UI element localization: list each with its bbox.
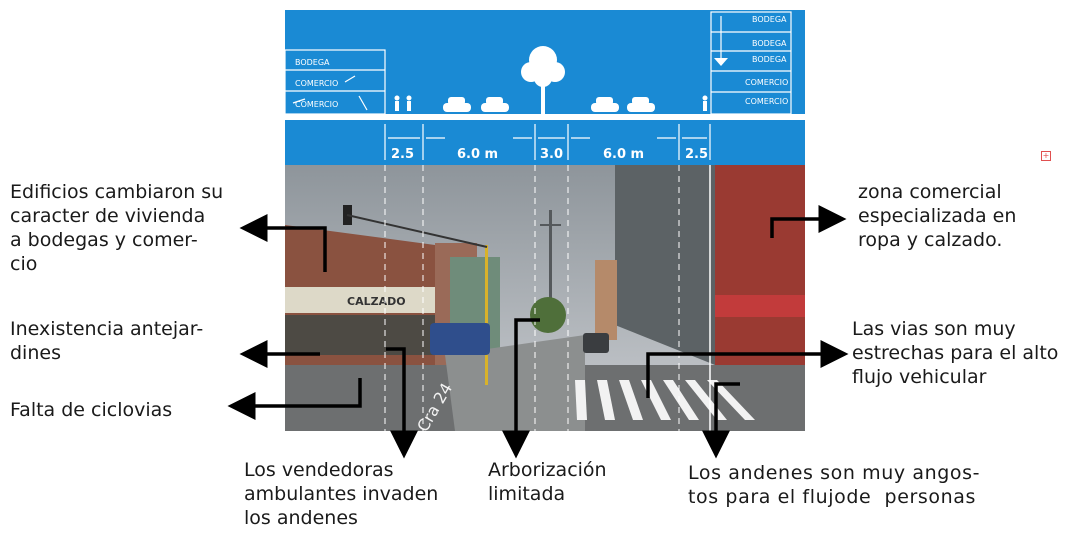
shop-sign-band bbox=[285, 287, 435, 313]
measurement-lanes-left: 6.0 m bbox=[457, 147, 498, 162]
right-shop-sign bbox=[715, 295, 805, 317]
car-icons-right bbox=[591, 97, 655, 112]
shop-sign-calzado: CALZADO bbox=[347, 295, 406, 308]
photo-guide-lines bbox=[384, 165, 680, 431]
traffic-light-arm bbox=[346, 214, 488, 248]
left-building-block bbox=[284, 49, 386, 115]
arrow-zona-comercial bbox=[770, 205, 847, 238]
shop-fronts bbox=[285, 315, 435, 355]
median-tree bbox=[530, 297, 566, 333]
right-building-label-3: BODEGA bbox=[752, 55, 787, 64]
annotation-andenes: Los andenes son muy angos- tos para el f… bbox=[688, 462, 981, 508]
street-photo: CALZADO Cra 24 bbox=[285, 165, 805, 431]
annotation-vias: Las vias son muy estrechas para el alto … bbox=[852, 318, 1059, 388]
annotation-antejardines: Inexistencia antejar- dines bbox=[10, 318, 204, 364]
left-building-label-3: COMERCIO bbox=[295, 100, 338, 109]
measurement-sidewalk-left: 2.5 bbox=[391, 147, 414, 162]
annotation-vendedoras: Los vendedoras ambulantes invaden los an… bbox=[244, 459, 439, 529]
arrow-edificios bbox=[239, 214, 327, 272]
utility-pole bbox=[549, 210, 552, 315]
arrow-ciclovias bbox=[227, 378, 362, 420]
right-building-down-arrow bbox=[714, 58, 728, 66]
right-building-label-1: BODEGA bbox=[752, 15, 787, 24]
annotation-ciclovias: Falta de ciclovias bbox=[10, 399, 173, 421]
car-icons-left bbox=[443, 97, 509, 112]
arrow-andenes bbox=[702, 382, 740, 459]
street-ground-line bbox=[285, 114, 805, 120]
arrow-arborizacion bbox=[502, 318, 540, 459]
measurement-lanes-right: 6.0 m bbox=[603, 147, 644, 162]
annotation-zona-comercial: zona comercial especializada en ropa y c… bbox=[858, 181, 1017, 251]
car-far bbox=[583, 333, 609, 353]
left-building-label-1: BODEGA bbox=[295, 58, 330, 67]
street-section-svg: BODEGA COMERCIO COMERCIO BODEGA BODEGA B… bbox=[284, 11, 805, 162]
right-red-building bbox=[715, 165, 805, 380]
street-photo-svg: CALZADO Cra 24 bbox=[285, 165, 805, 431]
tree-icon bbox=[521, 46, 565, 114]
measurement-median: 3.0 bbox=[540, 147, 563, 162]
street-section-diagram: BODEGA COMERCIO COMERCIO BODEGA BODEGA B… bbox=[284, 10, 805, 165]
arrow-vias bbox=[646, 340, 849, 398]
right-building-far bbox=[595, 260, 617, 340]
traffic-light-pole bbox=[485, 245, 488, 385]
right-building-label-4: COMERCIO bbox=[745, 78, 788, 87]
annotation-arborizacion: Arborización limitada bbox=[488, 459, 607, 505]
measurement-sidewalk-right: 2.5 bbox=[685, 147, 708, 162]
right-grey-building bbox=[615, 165, 715, 365]
pedestrian-icons-left bbox=[394, 95, 412, 111]
arrow-vendedoras bbox=[386, 347, 418, 459]
bus bbox=[430, 323, 490, 355]
right-building-label-2: BODEGA bbox=[752, 39, 787, 48]
left-building-label-2: COMERCIO bbox=[295, 79, 338, 88]
annotation-edificios: Edificios cambiaron su caracter de vivie… bbox=[10, 181, 224, 275]
right-building-block bbox=[710, 11, 792, 115]
pedestrian-icon-right bbox=[702, 95, 708, 111]
measurement-ticks bbox=[384, 124, 711, 160]
plus-marker-icon: + bbox=[1041, 151, 1051, 161]
right-building-label-5: COMERCIO bbox=[745, 97, 788, 106]
